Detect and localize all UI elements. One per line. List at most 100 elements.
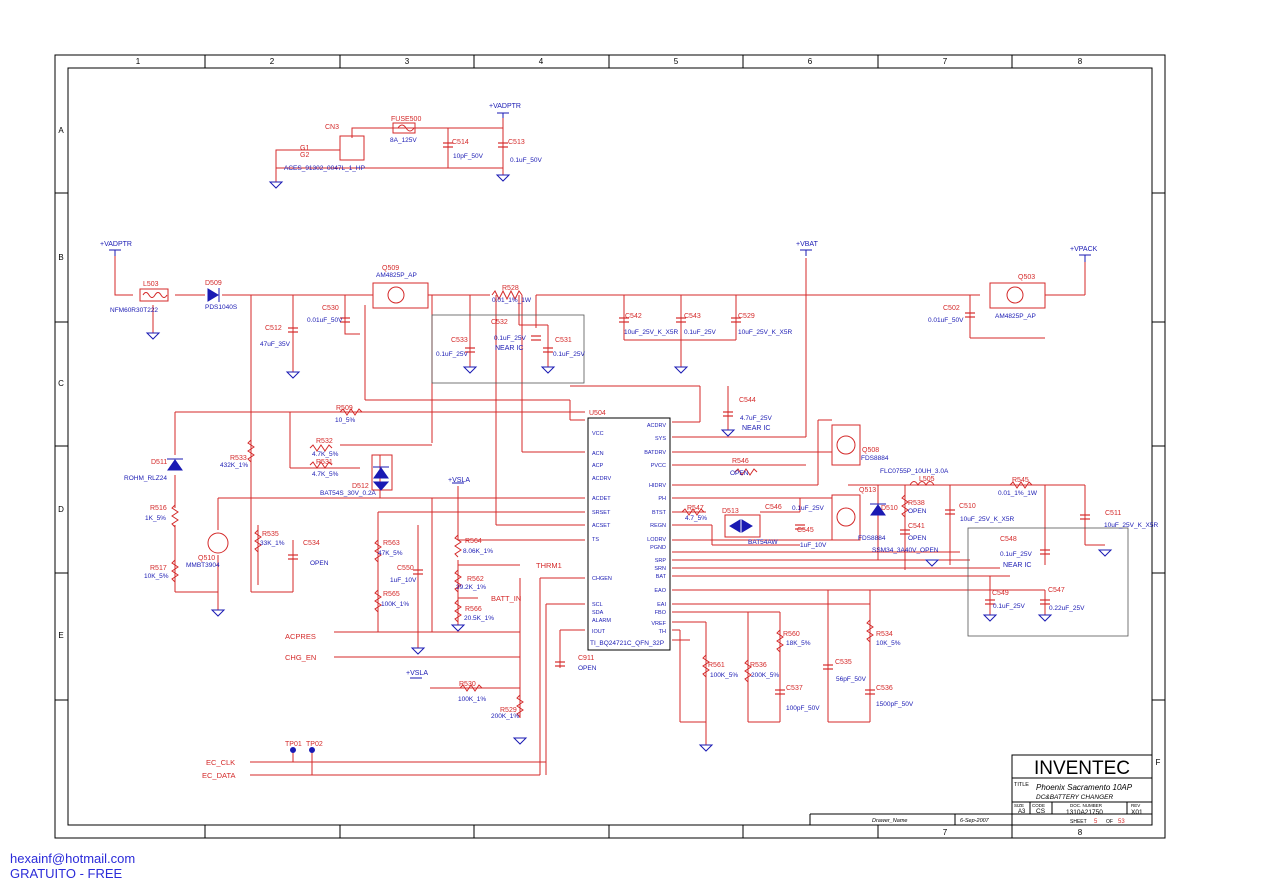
ref-r535: R535 [262, 531, 279, 538]
val-r516: 1K_5% [145, 515, 166, 522]
row-d: D [58, 505, 64, 514]
col-7-bottom: 7 [943, 828, 948, 837]
val-r533: 432K_1% [220, 462, 248, 469]
val-r517: 10K_5% [144, 573, 169, 580]
val-d509: PDS1040S [205, 304, 238, 311]
val-q510: MMBT3904 [186, 562, 220, 569]
rev-label: REV [1131, 803, 1140, 808]
pin-srp: SRP [655, 558, 667, 564]
ref-r538: R538 [908, 500, 925, 507]
near-ic-3: NEAR IC [1003, 562, 1031, 569]
pin-ph: PH [658, 496, 666, 502]
ref-c548: C548 [1000, 536, 1017, 543]
ref-c543: C543 [684, 313, 701, 320]
val-q513: FDS8884 [858, 535, 886, 542]
ref-c513: C513 [508, 139, 525, 146]
pin-acp: ACP [592, 463, 604, 469]
val-c550: 1uF_10V [390, 577, 417, 584]
val-c536: 1500pF_50V [876, 701, 914, 708]
val-u504: TI_BQ24721C_QFN_32P [590, 640, 664, 647]
ref-c542: C542 [625, 313, 642, 320]
val-c546: 0.1uF_25V [792, 505, 824, 512]
near-ic-1: NEAR IC [495, 345, 523, 352]
ground-symbols [145, 174, 1113, 752]
val-r565: 100K_1% [381, 601, 409, 608]
port-chg-en: CHG_EN [285, 653, 316, 662]
row-b: B [58, 253, 63, 262]
net-vbat: +VBAT [796, 241, 819, 248]
net-vsla-2: +VSLA [406, 670, 428, 677]
col-3: 3 [405, 57, 410, 66]
u504-pins-left: VCC ACN ACP ACDRV ACDET SRSET ACSET TS C… [592, 431, 612, 635]
ref-c544: C544 [739, 397, 756, 404]
pin-scl: SCL [592, 602, 603, 608]
ref-d513: D513 [722, 508, 739, 515]
u504-pins-right: ACDRV SYS BATDRV PVCC HIDRV PH BTST REGN… [644, 423, 667, 635]
sheet-label: SHEET [1070, 819, 1087, 825]
val-c542: 10uF_25V_K_X5R [624, 329, 679, 336]
val-l505: FLC0755P_10UH_3.0A [880, 468, 949, 475]
capacitor-plates [288, 142, 1090, 695]
val-r538: OPEN [908, 508, 927, 515]
pin-pvcc: PVCC [651, 463, 666, 469]
ref-q513: Q513 [859, 487, 876, 494]
ref-q508: Q508 [862, 447, 879, 454]
val-c510: 10uF_25V_K_X5R [960, 516, 1015, 523]
val-r563: 47K_5% [378, 550, 403, 557]
val-c537: 100pF_50V [786, 705, 820, 712]
doc-value: 1310A21750 [1066, 809, 1103, 816]
col-8: 8 [1078, 57, 1083, 66]
val-c535: 56pF_50V [836, 676, 867, 683]
ref-u504: U504 [589, 410, 606, 417]
ref-c547: C547 [1048, 587, 1065, 594]
port-ec-data: EC_DATA [202, 771, 235, 780]
val-c543: 0.1uF_25V [684, 329, 716, 336]
ref-c510: C510 [959, 503, 976, 510]
ref-r534: R534 [876, 631, 893, 638]
sheet-frame [54, 54, 1166, 839]
pin-acn: ACN [592, 451, 604, 457]
of-value: 53 [1118, 819, 1125, 825]
size-label: SIZE [1014, 803, 1024, 808]
val-c541: OPEN [908, 535, 927, 542]
of-label: OF [1106, 819, 1113, 825]
val-c529: 10uF_25V_K_X5R [738, 329, 793, 336]
column-labels: 1 2 3 4 5 6 7 8 7 8 [136, 57, 1083, 837]
port-thrm1: THRM1 [536, 561, 562, 570]
pin-srset: SRSET [592, 510, 611, 516]
val-r532: 4.7K_5% [312, 451, 339, 458]
val-d510: SSM34_3A40V_OPEN [872, 547, 939, 554]
col-8-bottom: 8 [1078, 828, 1083, 837]
val-r564: 8.06K_1% [463, 548, 493, 555]
ref-c545: C545 [797, 527, 814, 534]
ref-c531: C531 [555, 337, 572, 344]
col-5: 5 [674, 57, 679, 66]
ref-l505: L505 [919, 476, 935, 483]
net-vsla: +VSLA [448, 477, 470, 484]
net-vadptr-top: +VADPTR [489, 103, 521, 110]
ref-c536: C536 [876, 685, 893, 692]
test-points [290, 747, 315, 753]
ref-r545: R545 [1012, 477, 1029, 484]
val-l503: NFM60R30T222 [110, 307, 158, 314]
val-c534: OPEN [310, 560, 329, 567]
ref-r516: R516 [150, 505, 167, 512]
val-r530: 100K_1% [458, 696, 486, 703]
company-name: INVENTEC [1034, 758, 1130, 779]
ref-c541: C541 [908, 523, 925, 530]
pin-ts: TS [592, 537, 599, 543]
val-cn3: ACES_91302_0047L_1_HP [284, 165, 365, 172]
net-vpack: +VPACK [1070, 246, 1098, 253]
net-labels: +VADPTR +VADPTR +VBAT +VPACK +VSLA +VSLA… [100, 103, 1098, 677]
ref-r565: R565 [383, 591, 400, 598]
ref-tp02: TP02 [306, 741, 323, 748]
ref-r560: R560 [783, 631, 800, 638]
pin-acdrv-r: ACDRV [647, 423, 666, 429]
ref-r517: R517 [150, 565, 167, 572]
ref-d509: D509 [205, 280, 222, 287]
ref-tp01: TP01 [285, 741, 302, 748]
val-fuse500: 8A_125V [390, 137, 417, 144]
ref-r533: R533 [230, 455, 247, 462]
port-ec-clk: EC_CLK [206, 758, 235, 767]
col-6: 6 [808, 57, 813, 66]
